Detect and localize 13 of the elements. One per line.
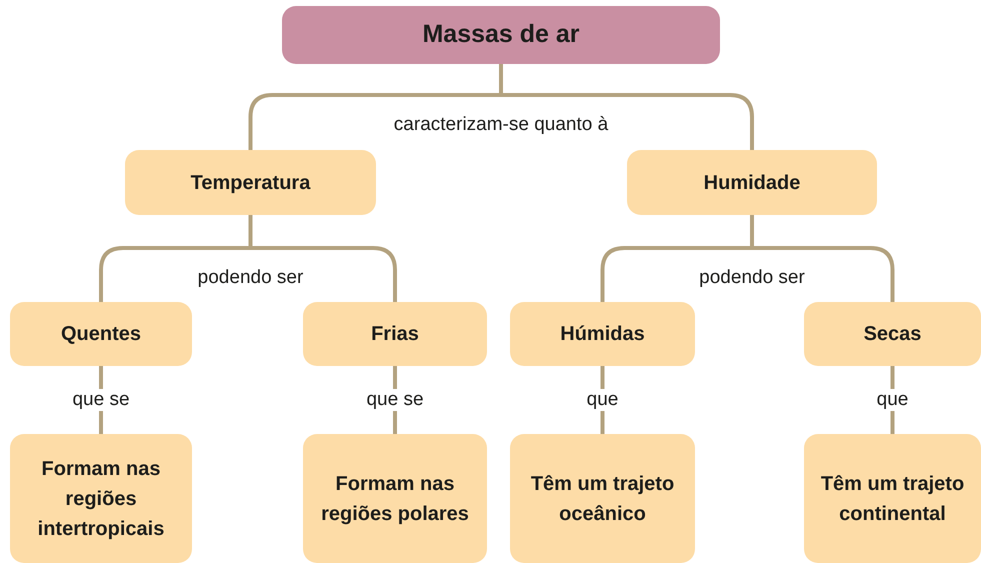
concept-box: Quentes: [10, 302, 192, 366]
concept-box: Formam nas regiões polares: [303, 434, 487, 563]
concept-box: Húmidas: [510, 302, 695, 366]
connector-line: [248, 215, 397, 302]
concept-box: Secas: [804, 302, 981, 366]
concept-box: Têm um trajeto continental: [804, 434, 981, 563]
concept-box: Têm um trajeto oceânico: [510, 434, 695, 563]
concept-box: Humidade: [627, 150, 877, 215]
concept-box: Massas de ar: [282, 6, 720, 64]
concept-box: Formam nas regiões intertropicais: [10, 434, 192, 563]
concept-box: Frias: [303, 302, 487, 366]
concept-box: Temperatura: [125, 150, 376, 215]
connector-line: [499, 64, 754, 150]
